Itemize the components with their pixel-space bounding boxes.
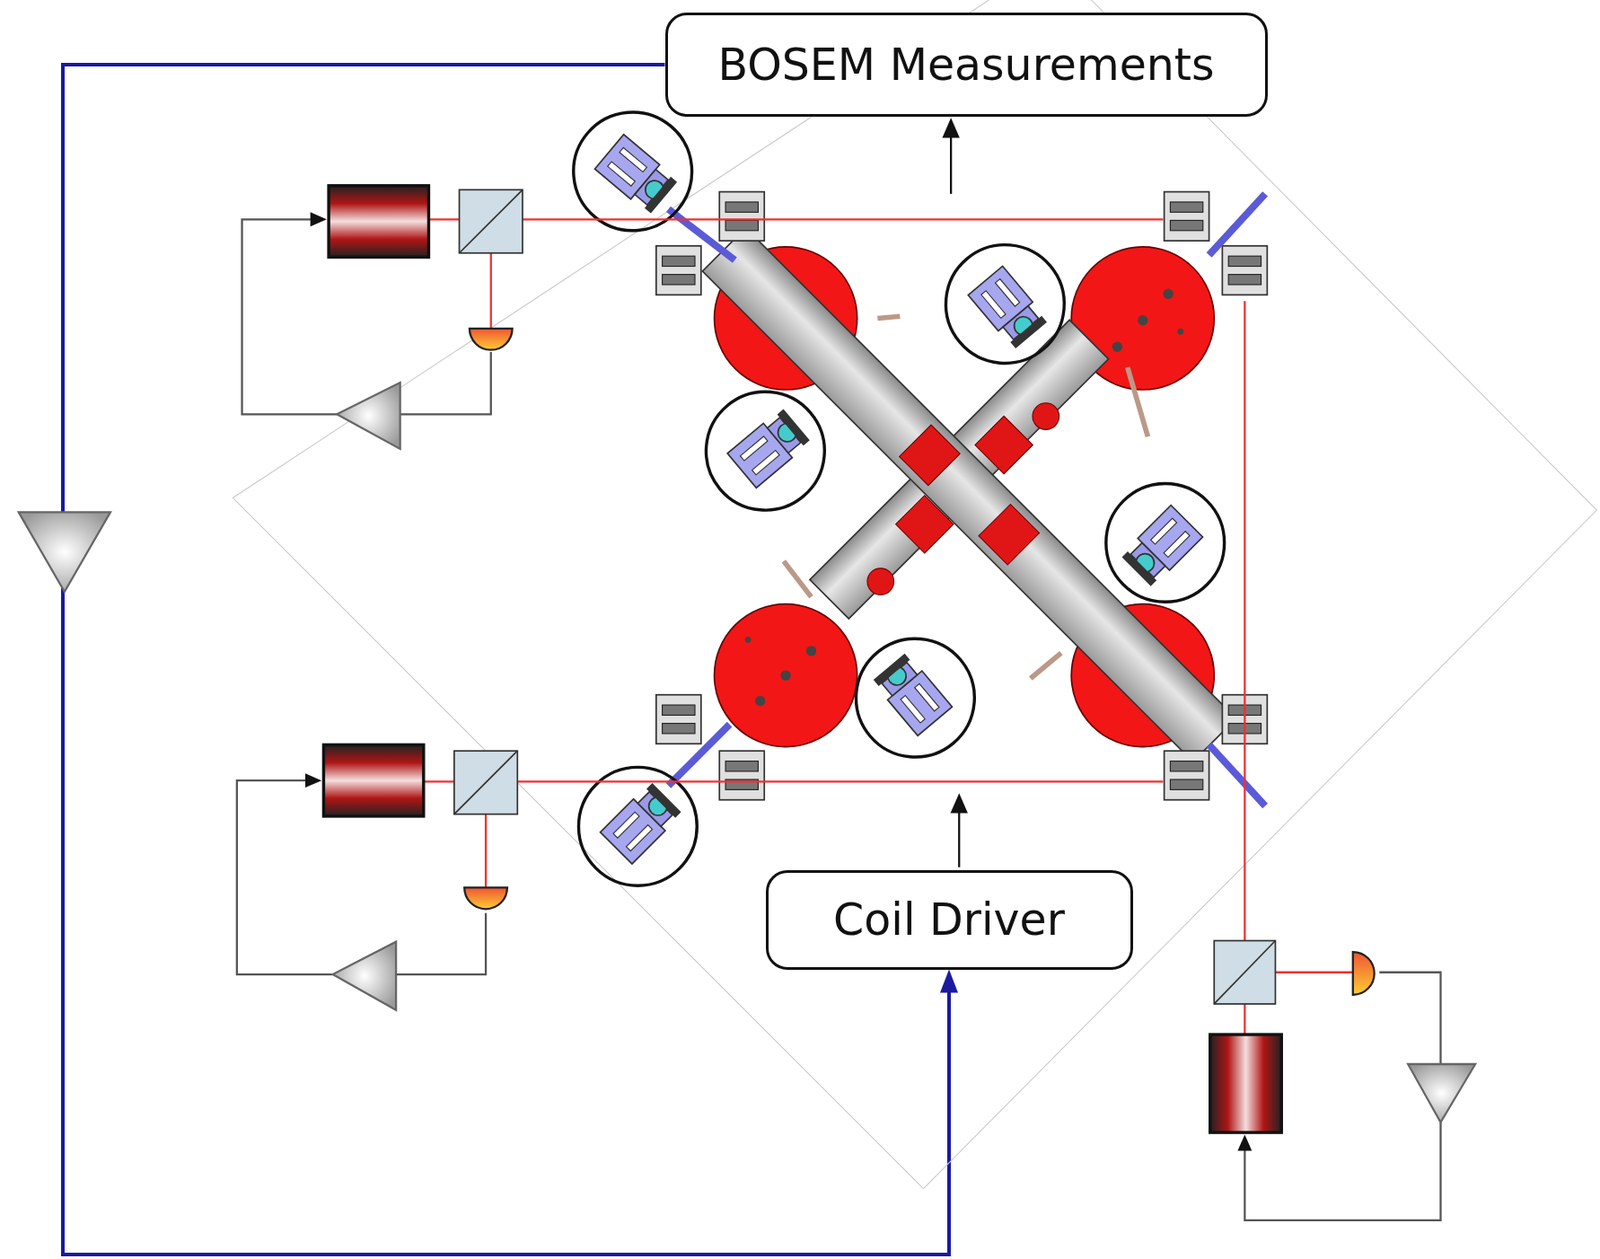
bosem-group bbox=[832, 614, 1000, 782]
feedback-wire bbox=[1244, 1122, 1441, 1221]
support-bar bbox=[702, 228, 1236, 762]
feedback-wire bbox=[1379, 972, 1441, 1064]
beam-splitter bbox=[1213, 940, 1275, 1004]
laser-beam bbox=[428, 218, 1163, 220]
support-bar bbox=[975, 415, 1033, 474]
laser-beam bbox=[1243, 300, 1246, 1035]
amplifier-symbol bbox=[333, 941, 396, 1011]
photodiode bbox=[469, 328, 513, 351]
clamp-group bbox=[1221, 246, 1267, 296]
feedback-wire bbox=[395, 913, 486, 975]
beam-splitter bbox=[1213, 940, 1275, 1004]
test-mass bbox=[1162, 289, 1173, 299]
photodiode bbox=[464, 887, 508, 909]
clamp-group bbox=[656, 192, 1268, 800]
bosem-group bbox=[549, 87, 1249, 910]
leader-arrow bbox=[951, 795, 967, 812]
amplifier-symbol bbox=[333, 382, 1476, 1123]
bosem-group bbox=[682, 367, 850, 535]
leader-arrow bbox=[958, 806, 960, 868]
feedback-wire bbox=[242, 219, 338, 414]
support-bar bbox=[896, 415, 1040, 565]
test-mass bbox=[1137, 315, 1148, 326]
test-mass bbox=[1112, 342, 1123, 352]
beam-splitter bbox=[454, 189, 1276, 1004]
bosem-group bbox=[553, 742, 721, 910]
laser-beam bbox=[423, 219, 1354, 1035]
clamp-group bbox=[656, 246, 702, 296]
beam-splitter bbox=[459, 189, 523, 253]
photodiode bbox=[464, 328, 1374, 995]
arrowhead bbox=[305, 211, 1252, 1151]
node-label: BOSEM Measurements bbox=[717, 39, 1214, 91]
amplifier-symbol bbox=[1407, 1063, 1476, 1123]
laser bbox=[1210, 1034, 1283, 1133]
arrowhead bbox=[1237, 1134, 1252, 1151]
laser bbox=[323, 744, 423, 817]
test-mass bbox=[780, 669, 791, 680]
support-bar bbox=[702, 228, 1236, 762]
leader-arrow bbox=[943, 120, 967, 868]
laser-beam bbox=[423, 780, 1164, 783]
bosem-group bbox=[1081, 458, 1249, 626]
feedback-wire bbox=[237, 780, 334, 975]
clamp-group bbox=[1164, 750, 1210, 800]
illustration-part bbox=[668, 724, 730, 786]
beam-splitter bbox=[454, 750, 518, 814]
illustration-part bbox=[1209, 193, 1266, 255]
leader-arrow bbox=[949, 130, 952, 194]
support-bar bbox=[783, 316, 1149, 678]
test-mass bbox=[806, 645, 817, 656]
laser bbox=[323, 185, 1282, 1133]
clamp-group bbox=[656, 694, 702, 745]
bosem-measurements-box: BOSEM Measurements bbox=[665, 12, 1268, 117]
test-mass bbox=[755, 695, 765, 706]
table-outline bbox=[232, 0, 1597, 1189]
clamp-group bbox=[719, 192, 765, 242]
support-bar bbox=[896, 495, 954, 554]
beam-splitter bbox=[454, 750, 518, 814]
arrowhead bbox=[310, 211, 327, 227]
beam-splitter bbox=[459, 189, 523, 253]
support-bar bbox=[899, 424, 960, 485]
support-bar bbox=[978, 503, 1039, 564]
support-bar bbox=[783, 561, 812, 598]
coil-driver-box: Coil Driver bbox=[765, 870, 1134, 970]
node-label: Coil Driver bbox=[833, 894, 1065, 946]
feedback-connector bbox=[62, 64, 959, 1255]
support-bar bbox=[867, 568, 895, 596]
clamp-group bbox=[1164, 192, 1210, 242]
support-bar bbox=[1030, 652, 1062, 678]
feedback-wire bbox=[400, 351, 492, 414]
support-bar bbox=[1032, 403, 1060, 431]
illustration-part bbox=[668, 193, 1266, 807]
feedback-wire bbox=[237, 219, 1442, 1221]
test-mass bbox=[714, 604, 858, 748]
test-mass bbox=[1177, 328, 1184, 335]
support-bar bbox=[877, 316, 900, 318]
connector-line bbox=[62, 64, 950, 1255]
arrowhead bbox=[305, 773, 322, 788]
arrowhead bbox=[940, 969, 959, 994]
clamp-group bbox=[719, 750, 765, 800]
amplifier-symbol bbox=[18, 511, 111, 592]
illustration-part bbox=[668, 209, 735, 261]
support-bar bbox=[1127, 367, 1149, 437]
test-mass bbox=[745, 636, 752, 643]
illustration-part bbox=[1209, 744, 1266, 806]
bosem-group bbox=[922, 220, 1090, 388]
photodiode bbox=[1353, 951, 1375, 995]
amplifier-symbol bbox=[336, 382, 400, 449]
laser bbox=[328, 185, 429, 258]
leader-arrow bbox=[943, 120, 959, 137]
